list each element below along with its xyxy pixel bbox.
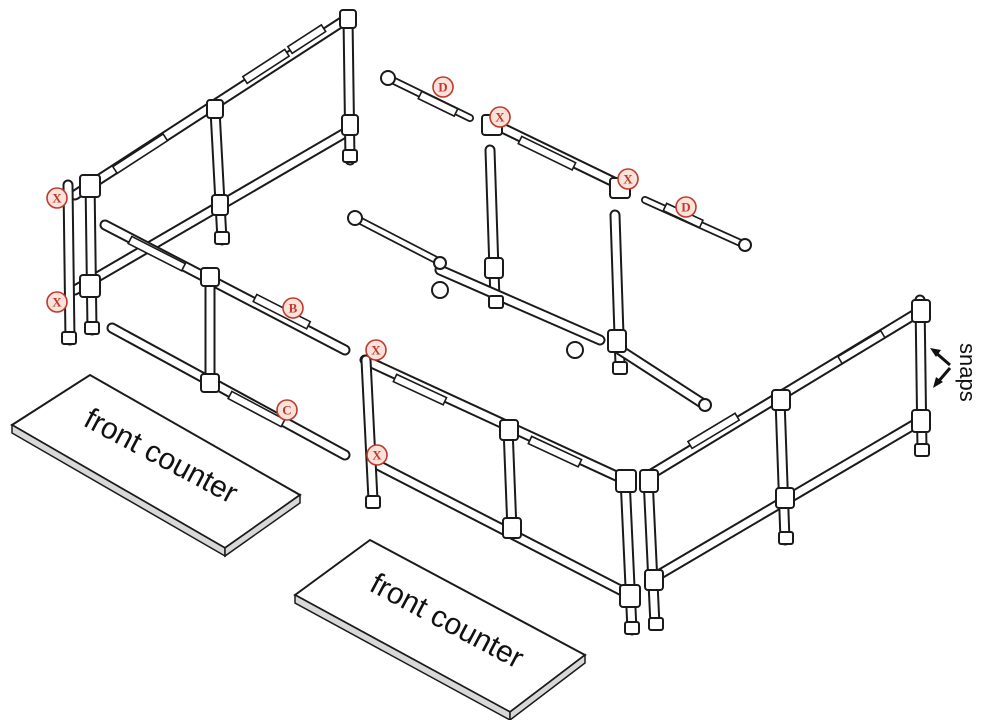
marker-d-right: D bbox=[675, 196, 697, 218]
marker-x-front-left-top: X bbox=[365, 339, 387, 361]
marker-x-back-left-top: X bbox=[46, 187, 68, 209]
svg-text:X: X bbox=[52, 295, 62, 310]
marker-b: B bbox=[282, 297, 304, 319]
marker-d-left: D bbox=[432, 76, 454, 98]
left-front-rails bbox=[99, 219, 351, 461]
svg-text:X: X bbox=[623, 172, 633, 187]
svg-text:D: D bbox=[681, 200, 690, 215]
svg-text:C: C bbox=[282, 403, 291, 418]
svg-text:X: X bbox=[372, 448, 382, 463]
marker-c: C bbox=[276, 399, 298, 421]
snaps-indicator: snaps bbox=[930, 343, 980, 402]
svg-text:X: X bbox=[371, 343, 381, 358]
rear-upper-assembly bbox=[347, 70, 752, 412]
marker-x-back-left-bottom: X bbox=[46, 291, 68, 313]
snaps-label: snaps bbox=[955, 343, 980, 402]
svg-text:B: B bbox=[289, 301, 298, 316]
front-center-panel bbox=[359, 354, 641, 636]
snaps-arrow-down bbox=[936, 367, 952, 383]
svg-text:D: D bbox=[438, 80, 447, 95]
svg-text:X: X bbox=[495, 110, 505, 125]
right-panel bbox=[639, 294, 931, 631]
left-back-panel bbox=[61, 9, 359, 346]
marker-x-front-left-bottom: X bbox=[366, 444, 388, 466]
marker-x-rear-upper-right: X bbox=[617, 168, 639, 190]
front-counter-center: front counter bbox=[293, 538, 587, 720]
marker-x-rear-upper-left: X bbox=[489, 106, 511, 128]
svg-text:X: X bbox=[52, 191, 62, 206]
